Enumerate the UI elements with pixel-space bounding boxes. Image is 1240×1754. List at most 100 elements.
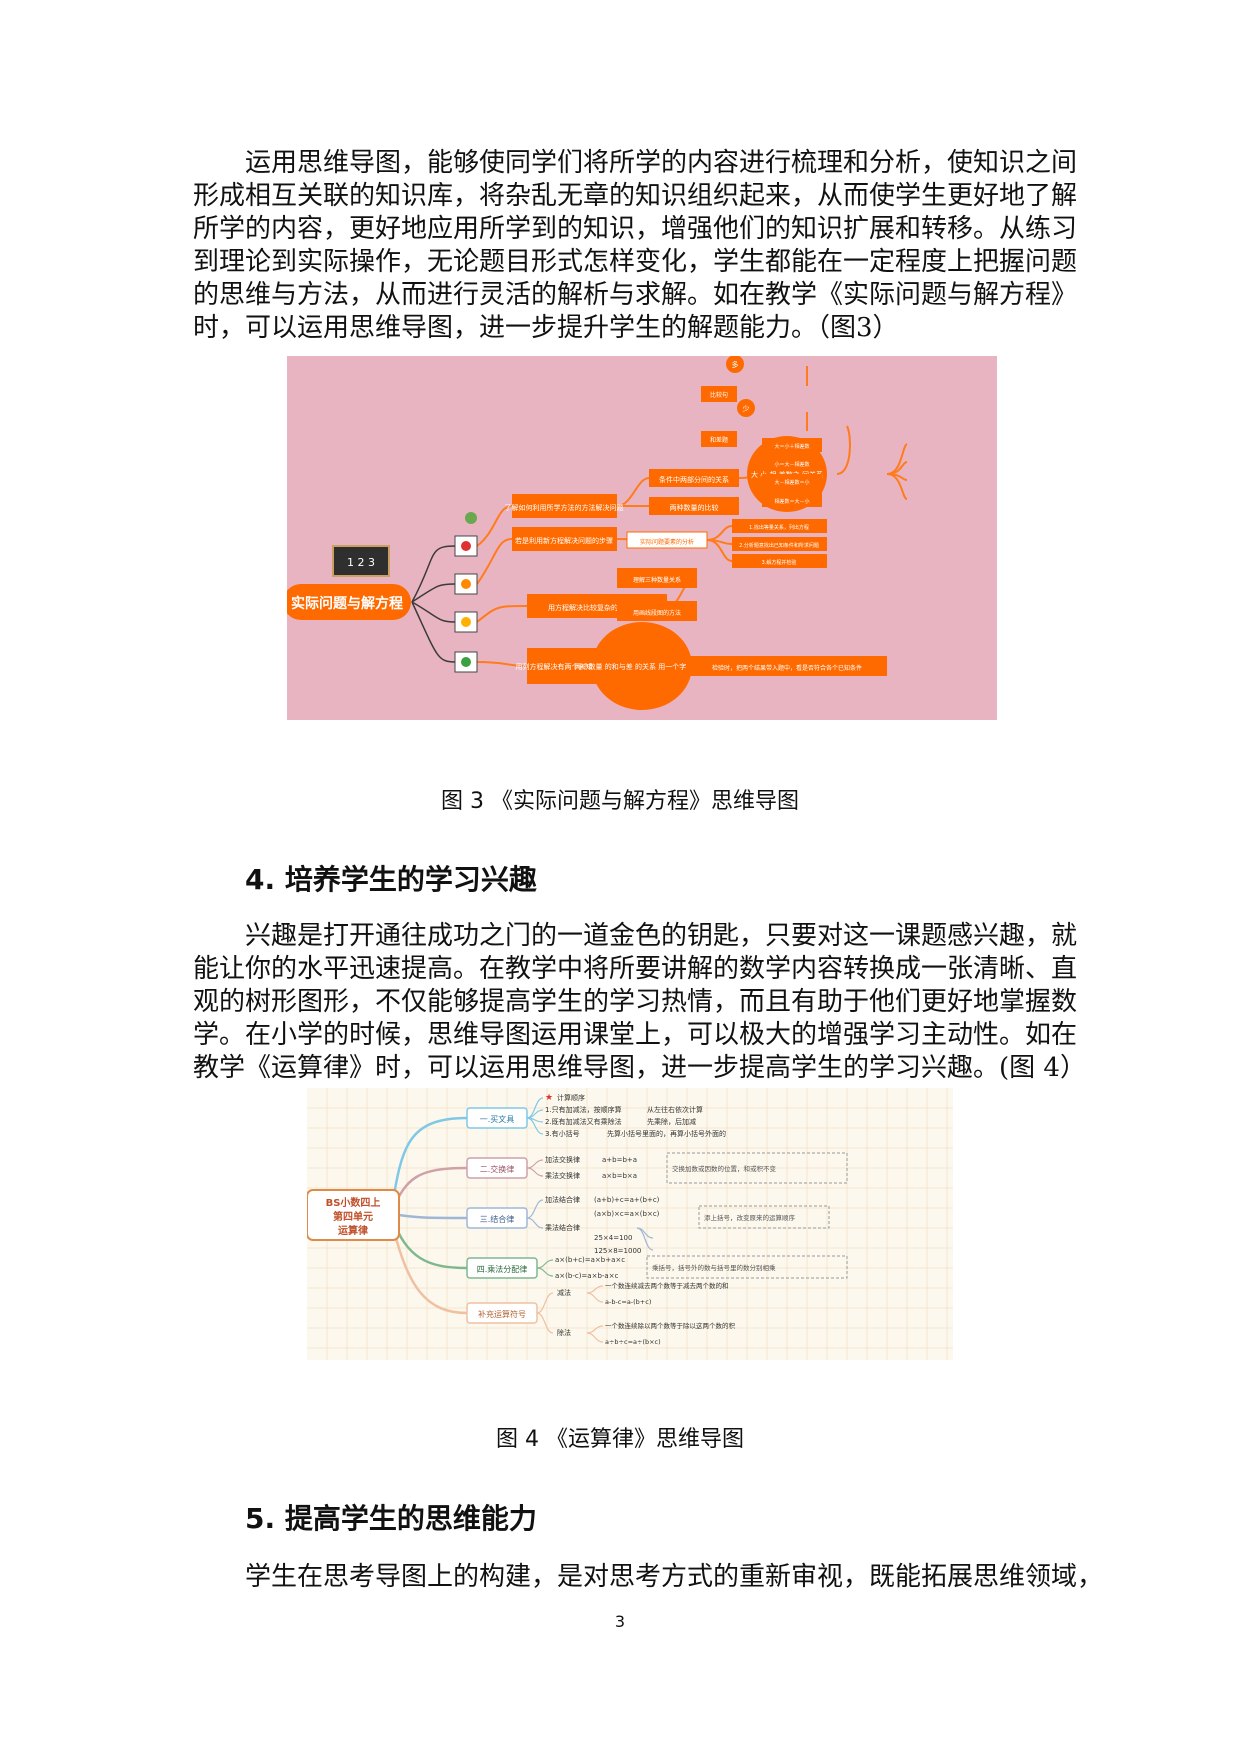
figure-4-mindmap: BS小数四上 第四单元 运算律 一.买文具 二.交换律 三.结合律 四.乘法分配… [306,1088,953,1360]
sub-node-3b [617,601,697,621]
top-box-1-label: 比较句 [710,391,728,399]
b4-formula-1: a×(b+c)=a×b+a×c [555,1256,625,1264]
right-node-3 [762,474,822,488]
text-line: 学生在思考导图上的构建，是对思考方式的重新审视，既能拓展思维领域， [245,1562,1104,1592]
right-node-3-label: 大－相差数＝小 [774,479,809,486]
b1-rule-3: 3.有小括号 [545,1129,580,1138]
branch-4-label: 四.乘法分配律 [477,1264,528,1274]
text-line: 运用思维导图，能够使同学们将所学的内容进行梳理和分析，使知识之间 [245,148,1078,178]
text-line: 观的树形图形，不仅能够提高学生的学习热情，而且有助于他们更好地掌握数 [193,987,1078,1017]
b1-rule-1-result: 从左往右依次计算 [647,1105,703,1114]
b5-division-formula: a÷b÷c=a÷(b×c) [605,1338,661,1346]
figure-4-background [307,1088,953,1360]
top-box-2 [701,431,737,447]
right-node-4-label: 相差数＝大－小 [774,498,809,505]
b5-division: 除法 [557,1328,571,1337]
paragraph-2: 兴趣是打开通往成功之门的一道金色的钥匙，只要对这一课题感兴趣，就 能让你的水平迅… [193,920,1086,1085]
top-circle-2-label: 少 [743,405,750,413]
top-box-2-label: 和差题 [710,436,728,444]
right-node-2-label: 小＝大－相差数 [774,461,809,468]
b3-law-2: 乘法结合律 [545,1223,580,1232]
mid-node-1 [732,519,827,533]
paragraph-3: 学生在思考导图上的构建，是对思考方式的重新审视，既能拓展思维领域， [193,1561,1104,1594]
top-box-1 [701,386,737,402]
b1-rule-2-result: 先乘除，后加减 [647,1117,696,1126]
branch-3-label: 三.结合律 [480,1214,515,1224]
text-line: 形成相互关联的知识库，将杂乱无章的知识组织起来，从而使学生更好地了解 [193,181,1078,211]
circle-node-4-label: 两个数量 的和与差 的关系 用一个字 母表示 [575,662,710,671]
b5-subtraction-formula: a-b-c=a-(b+c) [605,1298,651,1306]
right-node-1-label: 大＝小＋相差数 [774,443,809,450]
mid-node-3 [732,554,827,568]
sub-node-1a-label: 条件中两部分间的关系 [659,475,729,484]
figure-4-caption: 图 4 《运算律》思维导图 [496,1427,744,1452]
b4-note: 乘括号，括号外的数与括号里的数分别相乘 [652,1263,776,1272]
figure-3-mindmap: 实际问题与解方程 1 2 3 了解如何利用所学方法的方法解决问题 若是利用新方程… [283,355,997,720]
text-line: 到理论到实际操作，无论题目形式怎样变化，学生都能在一定程度上把握问题 [193,247,1078,277]
branch-2-label: 二.交换律 [480,1164,515,1174]
final-node [687,656,887,676]
number-1-icon [461,541,471,551]
b4-formula-2: a×(b-c)=a×b-a×c [555,1272,619,1280]
b2-law-1: 加法交换律 [545,1155,580,1164]
b2-law-2: 乘法交换律 [545,1171,580,1180]
b3-law-1: 加法结合律 [545,1195,580,1204]
sub-node-3a-label: 理解三种数量关系 [633,576,681,584]
b2-note: 交换加数或因数的位置，和或积不变 [672,1164,777,1173]
text-line: 学。在小学的时候，思维导图运用课堂上，可以极大的增强学习主动性。如在 [193,1020,1078,1050]
text-line: 的思维与方法，从而进行灵活的解析与求解。如在教学《实际问题与解方程》 [193,280,1078,310]
branch-1-label: 了解如何利用所学方法的方法解决问题 [505,503,624,512]
text-line: 时，可以运用思维导图，进一步提升学生的解题能力。（图3） [193,313,899,343]
sub-node-2a-label: 实际问题要素的分析 [640,538,694,546]
branch-1-node [512,494,617,518]
central-node [283,584,411,620]
right-node-4 [762,493,822,507]
sub-node-1b [649,497,739,515]
top-circle-2 [737,399,755,417]
b3-example-1: 25×4=100 [594,1234,632,1242]
page-number: 3 [614,1612,626,1631]
b3-example-2: 125×8=1000 [594,1247,641,1255]
sub-node-3a [617,568,697,588]
b3-law-2-formula: (a×b)×c=a×(b×c) [594,1210,660,1218]
top-circle-1 [726,355,744,373]
section-heading-5: 5. 提高学生的思维能力 [245,1502,537,1535]
root-line-2: 第四单元 [333,1210,373,1223]
mid-node-3-label: 3.解方程并检验 [762,559,797,566]
b5-subtraction: 减法 [557,1288,571,1297]
branch-2-node [512,527,617,551]
circle-node-4 [592,622,692,710]
b5-division-rule: 一个数连续除以两个数等于除以这两个数的积 [605,1321,736,1330]
b1-rule-1: 1.只有加减法，按顺序算 [545,1105,622,1114]
text-line: 兴趣是打开通往成功之门的一道金色的钥匙，只要对这一课题感兴趣，就 [245,921,1078,951]
branch-5-label: 补充运算符号 [478,1309,526,1319]
b5-subtraction-rule: 一个数连续减去两个数等于减去两个数的和 [605,1281,729,1290]
root-line-3: 运算律 [338,1224,368,1237]
b3-note-box [698,1205,830,1229]
central-node-label: 实际问题与解方程 [291,595,403,612]
b1-rule-3-result: 先算小括号里面的，再算小括号外面的 [607,1129,726,1138]
blackboard-icon [332,545,390,577]
b1-star-label: 计算顺序 [557,1093,585,1102]
branch-2-label: 若是利用新方程解决问题的步骤 [515,536,613,545]
b3-note: 添上括号，改变原来的运算顺序 [704,1213,796,1222]
number-3-icon [461,617,471,627]
number-4-icon [461,657,471,667]
figure-3-caption: 图 3 《实际问题与解方程》思维导图 [441,789,799,814]
text-line: 所学的内容，更好地应用所学到的知识，增强他们的知识扩展和转移。从练习 [193,214,1078,244]
sub-node-1b-label: 两种数量的比较 [670,503,719,512]
sub-node-3b-label: 用画线段图的方法 [633,609,681,617]
sub-node-2a [626,531,708,549]
b3-law-1-formula: (a+b)+c=a+(b+c) [594,1196,660,1204]
text-line: 能让你的水平迅速提高。在教学中将所要讲解的数学内容转换成一张清晰、直 [193,954,1078,984]
plant-icon [465,512,477,524]
root-line-1: BS小数四上 [326,1196,381,1209]
sub-node-1a [649,469,739,487]
blackboard-text: 1 2 3 [347,556,375,569]
b2-law-2-formula: a×b=b×a [602,1172,637,1180]
number-2-icon [461,579,471,589]
mid-node-1-label: 1.找出等量关系，列出方程 [749,524,809,531]
b1-rule-2: 2.既有加减法又有乘除法 [545,1117,622,1126]
text-line: 教学《运算律》时，可以运用思维导图，进一步提高学生的学习兴趣。(图 4） [193,1053,1086,1083]
b2-law-1-formula: a+b=b+a [602,1156,637,1164]
